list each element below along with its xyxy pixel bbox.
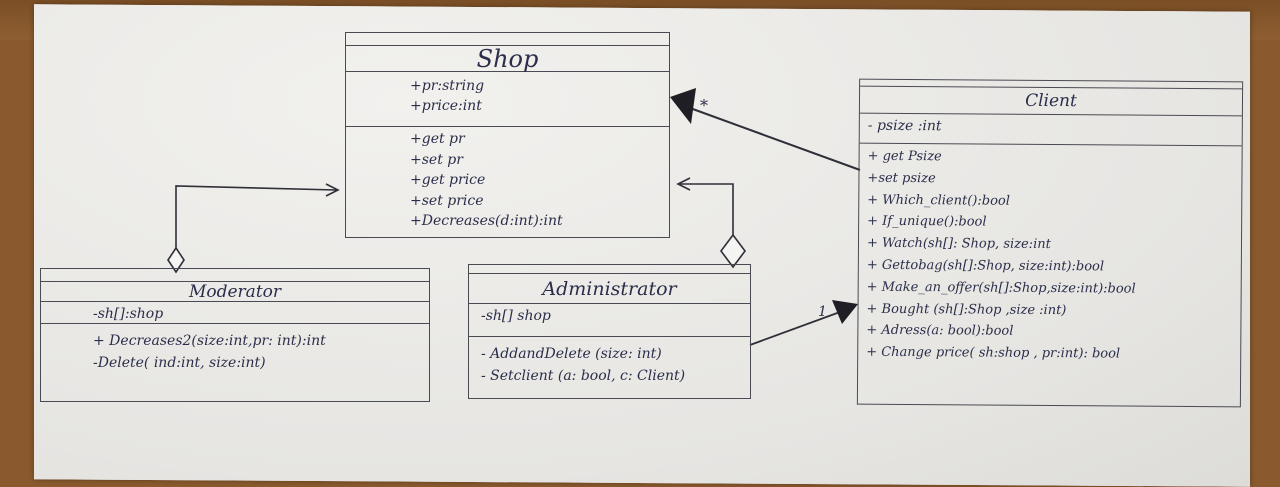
client-operation: + Which_client():bool (867, 192, 1010, 209)
moderator-attribute: -sh[]:shop (93, 306, 164, 322)
admin-shop-open-arrow (676, 177, 691, 191)
admin-client-multiplicity: 1 (818, 304, 827, 320)
client-attributes: - psize :int (859, 113, 1242, 147)
shop-operations: +get pr +set pr +get price +set price +D… (346, 127, 669, 234)
shop-operation: +Decreases(d:int):int (410, 213, 563, 229)
client-shop-association-line (689, 107, 861, 171)
client-class-box: Client - psize :int + get Psize +set psi… (856, 78, 1244, 408)
client-operation: + Make_an_offer(sh[]:Shop,size:int):bool (866, 279, 1136, 297)
client-shop-arrowhead (670, 88, 696, 124)
moderator-top-divider (41, 269, 429, 282)
moderator-operation: + Decreases2(size:int,pr: int):int (93, 333, 326, 349)
client-attribute: - psize :int (867, 117, 942, 135)
client-operation: + get Psize (867, 148, 942, 165)
shop-class-name: Shop (346, 46, 669, 72)
shop-attributes: +pr:string +price:int (346, 72, 669, 127)
admin-client-association-line (749, 311, 841, 346)
client-operation: + Adress(a: bool):bool (866, 323, 1014, 340)
moderator-operation: -Delete( ind:int, size:int) (93, 355, 266, 371)
client-operation: + Watch(sh[]: Shop, size:int (866, 235, 1051, 253)
shop-operation: +set pr (410, 151, 463, 168)
client-operation: + Change price( sh:shop , pr:int): bool (866, 344, 1121, 362)
administrator-attribute: -sh[] shop (481, 308, 551, 324)
administrator-operations: - AddandDelete (size: int) - Setclient (… (469, 337, 750, 389)
shop-operation: +get price (410, 172, 486, 188)
administrator-class-box: Administrator -sh[] shop - AddandDelete … (468, 264, 751, 399)
administrator-class-name: Administrator (469, 274, 750, 304)
administrator-attributes: -sh[] shop (469, 304, 750, 337)
client-operation: +set psize (867, 170, 936, 186)
client-operation: + If_unique():bool (867, 214, 987, 230)
client-operation: + Gettobag(sh[]:Shop, size:int):bool (866, 257, 1105, 275)
shop-top-divider (346, 33, 669, 46)
client-operations: + get Psize +set psize + Which_client():… (858, 144, 1242, 369)
shop-attribute: +pr:string (410, 78, 485, 94)
shop-operation: +get pr (410, 131, 465, 147)
admin-client-arrowhead (832, 300, 858, 324)
admin-aggregation-diamond (720, 233, 746, 269)
moderator-shop-aggregation-line (175, 185, 337, 248)
moderator-shop-open-arrow (325, 183, 340, 197)
administrator-top-divider (469, 265, 750, 274)
shop-class-box: Shop +pr:string +price:int +get pr +set … (345, 32, 670, 238)
administrator-operation: - AddandDelete (size: int) (481, 346, 662, 362)
moderator-class-name: Moderator (41, 282, 429, 302)
admin-shop-aggregation-line (680, 183, 734, 235)
moderator-attributes: -sh[]:shop (41, 302, 429, 324)
client-operation: + Bought (sh[]:Shop ,size :int) (866, 301, 1067, 318)
client-class-name: Client (859, 86, 1243, 117)
moderator-class-box: Moderator -sh[]:shop + Decreases2(size:i… (40, 268, 430, 402)
shop-operation: +set price (410, 192, 484, 209)
client-shop-multiplicity: * (700, 96, 708, 115)
moderator-operations: + Decreases2(size:int,pr: int):int -Dele… (41, 324, 429, 376)
shop-attribute: +price:int (410, 98, 482, 114)
moderator-aggregation-diamond (167, 246, 185, 274)
administrator-operation: - Setclient (a: bool, c: Client) (481, 368, 686, 384)
